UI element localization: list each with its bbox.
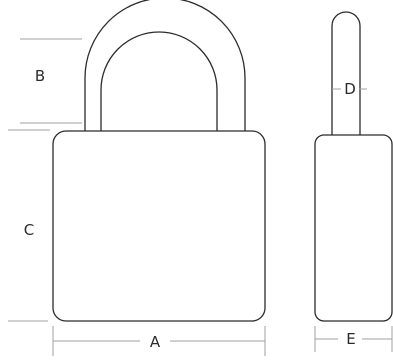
front-lock-body [52, 130, 266, 322]
side-view [314, 11, 393, 322]
front-shackle-inner [100, 31, 218, 132]
front-view [52, 0, 266, 322]
label-a: A [150, 333, 161, 351]
label-d: D [344, 80, 356, 98]
side-shackle [331, 11, 361, 136]
label-e: E [346, 330, 355, 348]
front-shackle-outer [84, 0, 246, 132]
dimension-labels: A B C D E [24, 67, 356, 351]
dimension-lines [8, 38, 393, 356]
label-c: C [24, 221, 34, 239]
label-b: B [35, 67, 45, 85]
side-lock-body [314, 134, 393, 322]
